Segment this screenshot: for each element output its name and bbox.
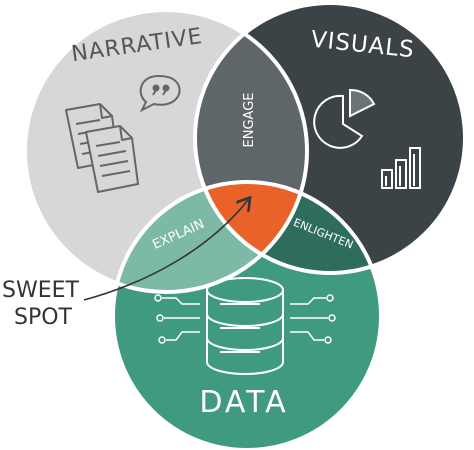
sweet-spot-label-line1: SWEET	[2, 278, 80, 303]
explain-overlap	[113, 182, 307, 292]
speech-bubble-icon	[139, 74, 181, 113]
sweet-spot-arrow	[83, 200, 248, 301]
bar-chart-icon	[381, 147, 421, 189]
database-icon	[206, 277, 284, 375]
data-label: DATA	[199, 385, 288, 420]
circuit-lines-icon	[154, 294, 336, 344]
pie-chart-icon	[313, 88, 376, 149]
sweet-spot-label-line2: SPOT	[14, 305, 73, 330]
engage-label: ENGAGE	[242, 93, 257, 148]
enlighten-overlap	[195, 182, 381, 273]
documents-icon	[65, 103, 139, 193]
